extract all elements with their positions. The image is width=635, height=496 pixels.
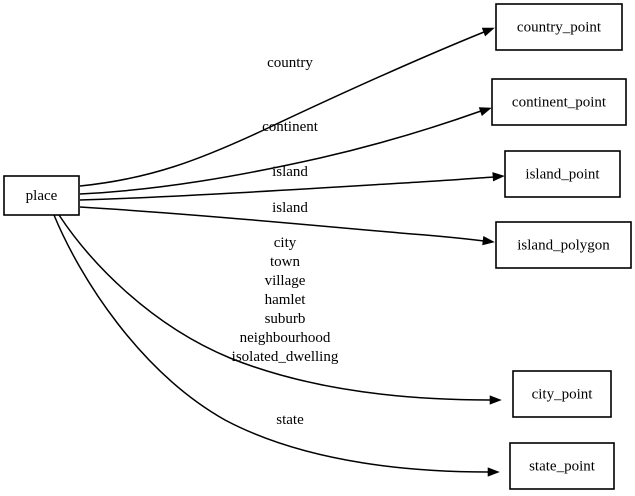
- edge-label-line: island: [272, 164, 308, 180]
- node-label: continent_point: [512, 94, 607, 110]
- edge-label-line: town: [270, 254, 301, 270]
- graph-edge: [79, 206, 495, 246]
- node-city_point[interactable]: city_point: [512, 370, 612, 418]
- node-box[interactable]: [491, 78, 627, 126]
- node-box[interactable]: [3, 175, 80, 216]
- node-box[interactable]: [509, 442, 615, 490]
- edge-label: city town village hamlet suburb neighbourhood…: [232, 235, 339, 365]
- edge-label-line: village: [265, 273, 306, 289]
- node-label: island_point: [525, 166, 600, 182]
- edge-label-line: state: [276, 412, 304, 428]
- edge-label: continent: [262, 119, 319, 135]
- node-box[interactable]: [512, 370, 612, 418]
- edge-line: [79, 31, 485, 187]
- edge-label-line: isolated_dwelling: [232, 349, 339, 365]
- node-box[interactable]: [495, 3, 623, 51]
- edge-line: [79, 176, 495, 201]
- graph-edge: [53, 214, 500, 477]
- node-place[interactable]: place: [3, 175, 80, 216]
- node-box[interactable]: [504, 150, 621, 198]
- edge-line: [79, 110, 482, 195]
- node-state_point[interactable]: state_point: [509, 442, 615, 490]
- node-label: island_polygon: [517, 237, 610, 253]
- edge-label: country: [267, 55, 313, 71]
- node-label: city_point: [532, 386, 594, 402]
- edge-arrowhead-icon: [481, 27, 495, 37]
- edge-arrowhead-icon: [482, 236, 495, 246]
- graph-edge: [79, 27, 495, 187]
- graph-edge: [79, 172, 505, 201]
- graph-edge: [79, 107, 492, 195]
- node-island_polygon[interactable]: island_polygon: [495, 221, 632, 269]
- edge-label: island: [272, 164, 308, 180]
- edge-label: island: [272, 200, 308, 216]
- edge-arrowhead-icon: [487, 467, 500, 477]
- edge-line: [58, 214, 491, 401]
- nodes-layer: place country_point continent_point island_…: [3, 3, 632, 490]
- node-label: place: [26, 188, 58, 204]
- edge-label-line: island: [272, 200, 308, 216]
- edge-label-line: continent: [262, 119, 319, 135]
- edge-label-line: city: [274, 235, 297, 251]
- node-label: country_point: [517, 19, 602, 35]
- edge-labels-layer: country continent island island city town vill…: [232, 55, 339, 428]
- edge-label-line: country: [267, 55, 313, 71]
- edge-arrowhead-icon: [489, 395, 502, 405]
- edge-label-line: neighbourhood: [240, 330, 331, 346]
- node-country_point[interactable]: country_point: [495, 3, 623, 51]
- edge-line: [79, 206, 485, 242]
- graph-edge: [58, 214, 502, 405]
- node-label: state_point: [529, 458, 596, 474]
- node-island_point[interactable]: island_point: [504, 150, 621, 198]
- node-continent_point[interactable]: continent_point: [491, 78, 627, 126]
- node-box[interactable]: [495, 221, 632, 269]
- edge-label-line: hamlet: [265, 292, 307, 308]
- edges-layer: [53, 27, 505, 477]
- edge-arrowhead-icon: [492, 172, 505, 182]
- edge-label-line: suburb: [265, 311, 306, 327]
- edge-label: state: [276, 412, 304, 428]
- edge-line: [53, 214, 489, 473]
- edge-arrowhead-icon: [478, 107, 492, 117]
